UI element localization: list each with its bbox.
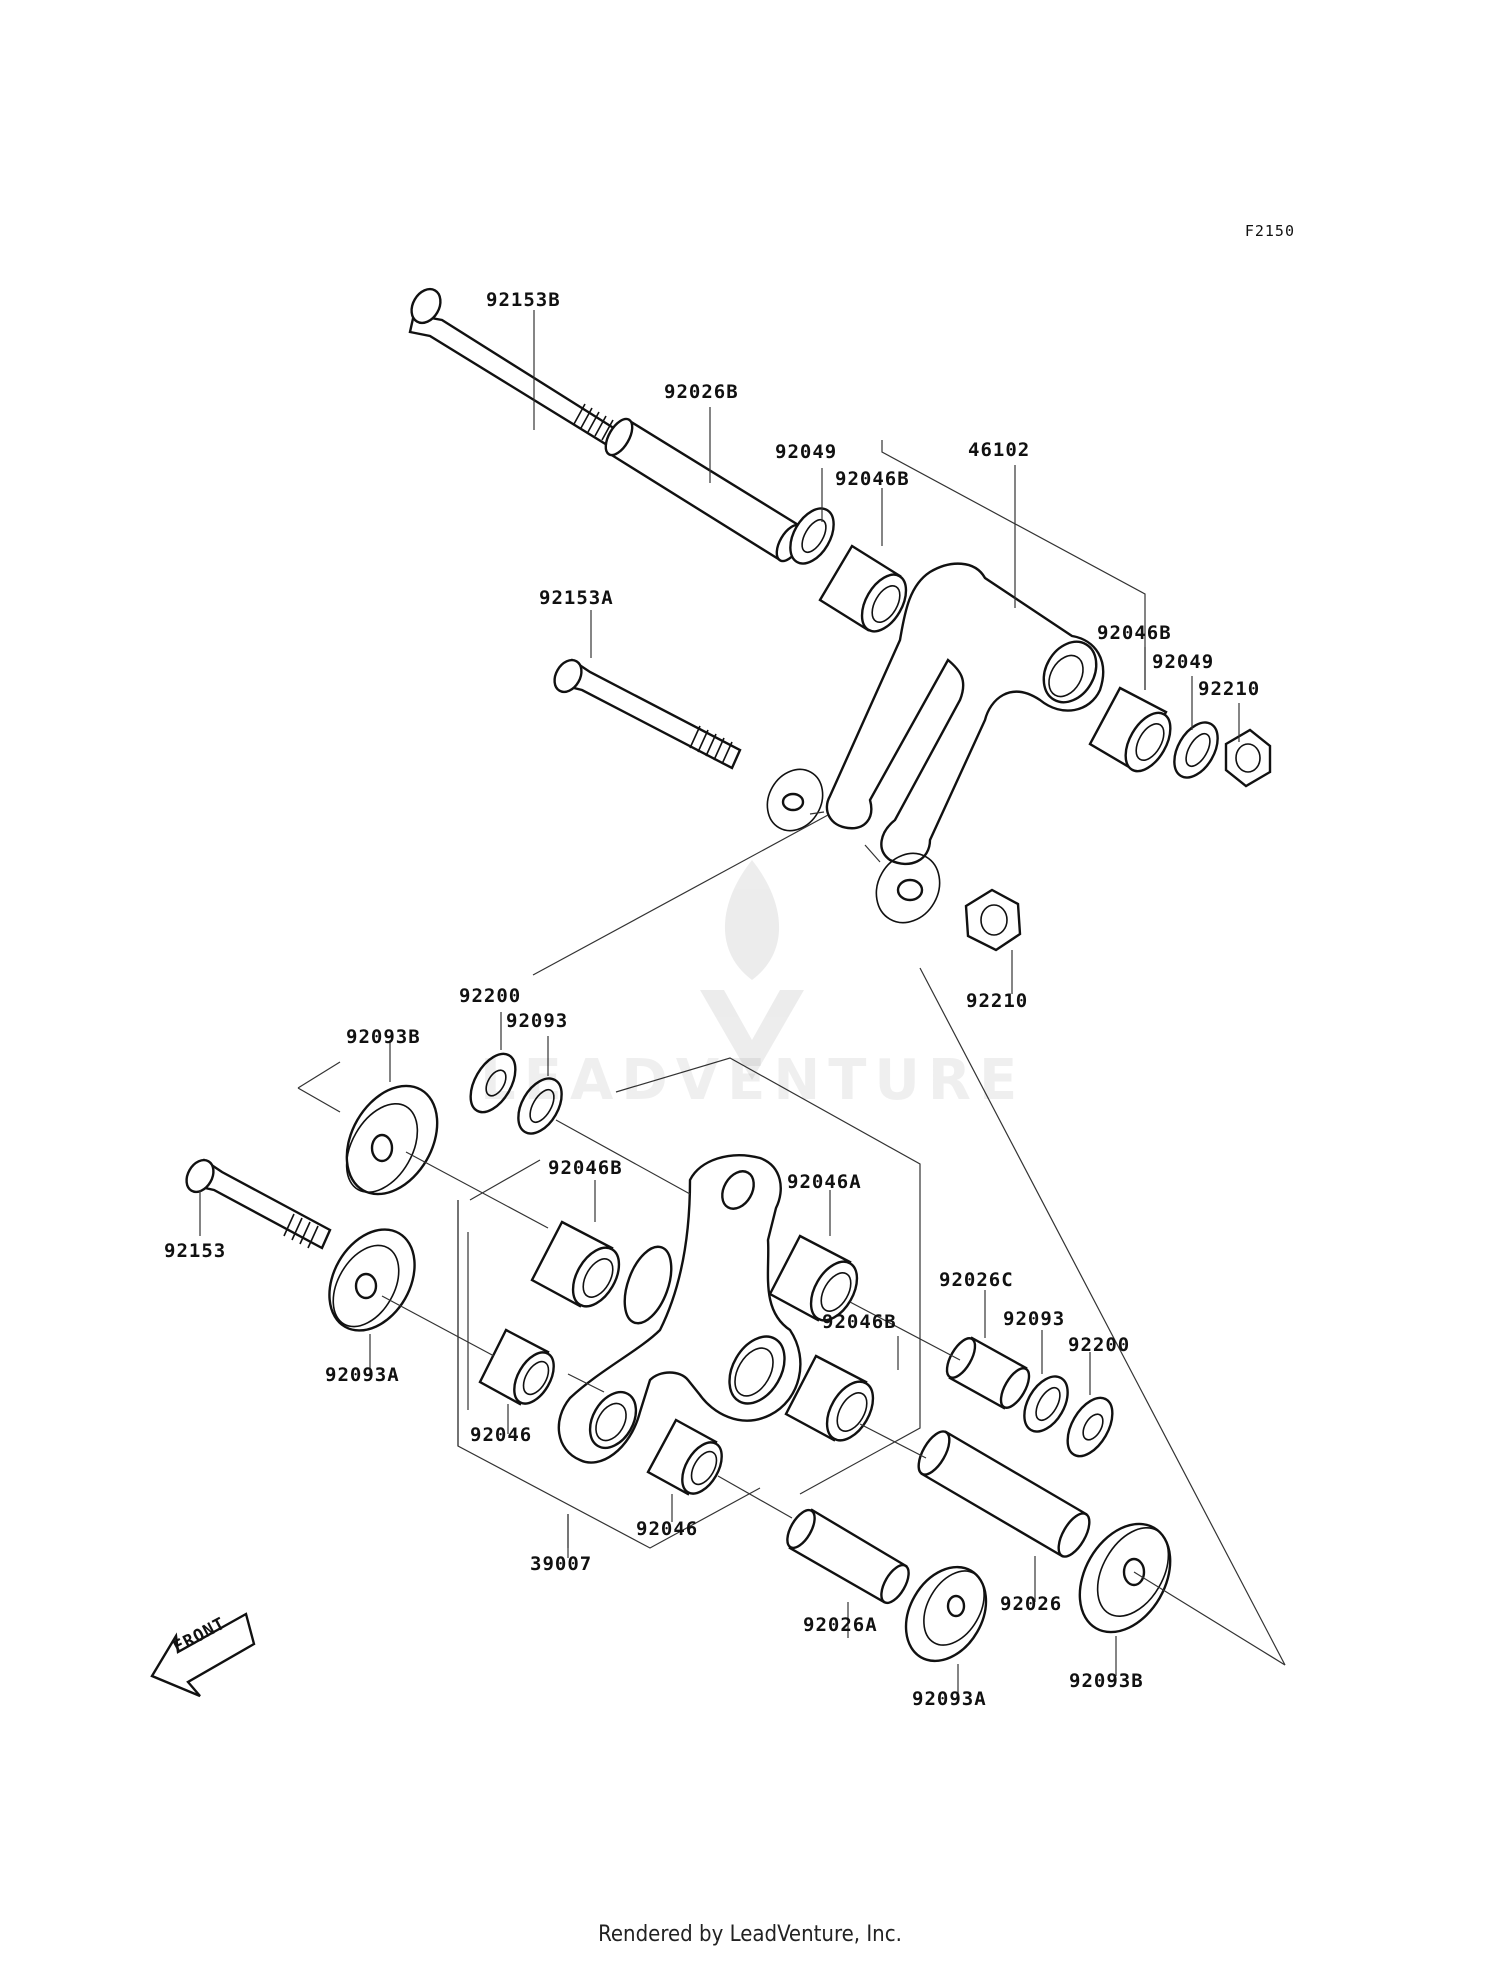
bolt-92153 [185, 1158, 332, 1250]
seal-92049-right [1173, 721, 1219, 779]
collar-92026B [604, 417, 805, 563]
part-label[interactable]: 92093 [1003, 1308, 1066, 1330]
collar-92026A [786, 1508, 910, 1605]
collar-92026C [945, 1336, 1031, 1410]
part-label[interactable]: 92049 [1152, 651, 1215, 673]
bolt-92153A [553, 658, 742, 770]
seal-92093-left [517, 1077, 563, 1135]
part-label[interactable]: 92046 [636, 1518, 699, 1540]
collar-92026 [917, 1430, 1091, 1558]
part-label[interactable]: 92026C [939, 1269, 1014, 1291]
part-label[interactable]: 92153A [539, 587, 614, 609]
front-arrow [150, 1612, 256, 1698]
part-label[interactable]: 92093A [912, 1688, 987, 1710]
part-label[interactable]: 92200 [459, 985, 522, 1007]
part-label[interactable]: 92046B [1097, 622, 1172, 644]
part-label[interactable]: 92153 [164, 1240, 227, 1262]
part-label[interactable]: 92026 [1000, 1593, 1063, 1615]
part-label[interactable]: 92049 [775, 441, 838, 463]
part-label[interactable]: 92046B [548, 1157, 623, 1179]
bearing-92046B-mid [530, 1220, 621, 1308]
bearing-92046B-low [784, 1354, 875, 1442]
watermark-logo [700, 860, 804, 1080]
part-label[interactable]: 92093A [325, 1364, 400, 1386]
footer-credit: Rendered by LeadVenture, Inc. [598, 1922, 902, 1947]
link-39007 [557, 1154, 802, 1464]
seal-92093-right [1023, 1375, 1069, 1433]
nut-92210-mid [964, 888, 1022, 952]
part-label[interactable]: 92210 [966, 990, 1029, 1012]
part-label[interactable]: 92026A [803, 1614, 878, 1636]
rocker-arm-46102 [766, 562, 1105, 924]
part-label[interactable]: 92046 [470, 1424, 533, 1446]
bolt-92153B [408, 287, 622, 450]
part-label[interactable]: 92210 [1198, 678, 1261, 700]
cap-92093B-bottom [1078, 1522, 1172, 1634]
bearing-92046B-right [1088, 686, 1172, 773]
part-label[interactable]: 39007 [530, 1553, 593, 1575]
leader-lines-upper [532, 310, 1286, 1666]
seal-92049-top [789, 507, 835, 565]
washer-92200-left [469, 1052, 517, 1114]
part-label[interactable]: 92046A [787, 1171, 862, 1193]
nut-92210-right [1224, 728, 1272, 788]
cap-92093B-left [345, 1084, 439, 1196]
bearing-92046-left [478, 1328, 555, 1406]
cap-92093A-bottom [904, 1565, 988, 1663]
bearing-92046B-top [818, 544, 908, 633]
bearing-92046A [768, 1234, 859, 1322]
watermark-text: LEADVENTURE [480, 1048, 1026, 1113]
diagram-code: F2150 [1244, 222, 1295, 240]
part-label[interactable]: 92046B [835, 468, 910, 490]
part-label[interactable]: 92093B [346, 1026, 421, 1048]
leader-lines-lower [199, 1012, 1286, 1702]
part-label[interactable]: 92153B [486, 289, 561, 311]
cap-92093A-left [328, 1228, 416, 1332]
part-label[interactable]: 92200 [1068, 1334, 1131, 1356]
part-label[interactable]: 92046B [822, 1311, 897, 1333]
bearing-92046-mid [646, 1418, 723, 1496]
part-label[interactable]: 92093B [1069, 1670, 1144, 1692]
washer-92200-right [1066, 1396, 1114, 1458]
part-label[interactable]: 92093 [506, 1010, 569, 1032]
part-label[interactable]: 92026B [664, 381, 739, 403]
part-label[interactable]: 46102 [968, 439, 1031, 461]
